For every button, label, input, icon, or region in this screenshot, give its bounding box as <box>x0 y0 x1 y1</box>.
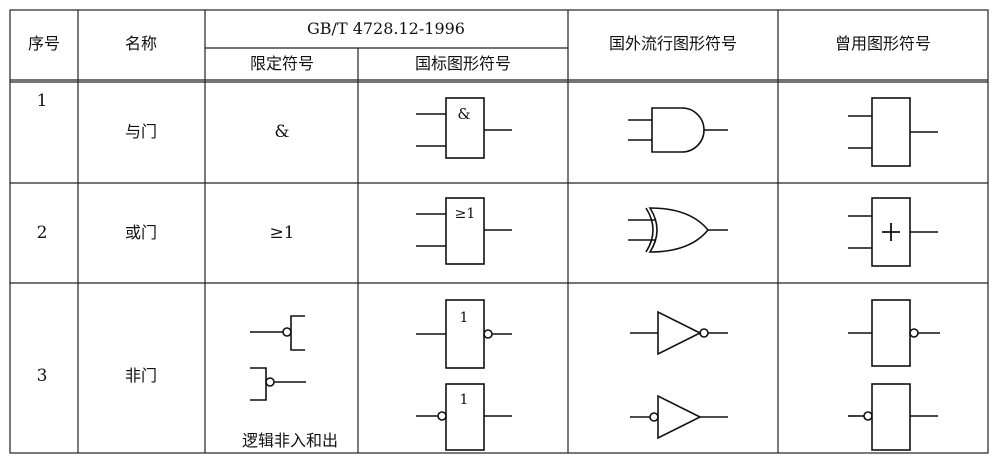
header-qualifier: 限定符号 <box>249 54 315 73</box>
row2-name: 或门 <box>124 223 158 242</box>
row3-national-label-top: 1 <box>459 310 469 326</box>
row3-name: 非门 <box>124 366 158 385</box>
header-former: 曾用图形符号 <box>834 34 932 53</box>
national-not-output-symbol <box>416 299 512 369</box>
table-border <box>9 9 989 454</box>
qualifier-negated-output-symbol <box>250 315 305 351</box>
former-and-symbol <box>848 97 938 167</box>
row2-national-label: ≥1 <box>454 206 476 222</box>
row1-name: 与门 <box>124 122 158 141</box>
national-or-symbol <box>416 197 512 265</box>
header-seq: 序号 <box>27 34 61 53</box>
row3-seq: 3 <box>36 366 48 386</box>
row1-national-label: & <box>457 105 471 123</box>
header-name: 名称 <box>124 34 158 53</box>
row2-qualifier: ≥1 <box>269 223 295 243</box>
foreign-or-symbol <box>628 207 728 253</box>
header-foreign: 国外流行图形符号 <box>608 34 738 53</box>
national-and-symbol <box>416 97 512 159</box>
qualifier-negated-input-symbol <box>250 367 306 401</box>
national-not-input-symbol <box>416 383 512 451</box>
foreign-not-input-symbol <box>630 394 728 440</box>
row3-note: 逻辑非入和出 <box>241 431 339 450</box>
header-standard: GB/T 4728.12-1996 <box>307 19 465 38</box>
foreign-and-symbol <box>628 107 728 153</box>
former-or-plus-mark <box>882 223 900 241</box>
row1-seq: 1 <box>36 91 48 111</box>
former-or-symbol <box>848 197 938 267</box>
former-not-output-symbol <box>848 299 940 367</box>
row2-seq: 2 <box>36 223 48 243</box>
row3-national-label-bottom: 1 <box>459 392 469 408</box>
foreign-not-output-symbol <box>630 310 728 356</box>
row1-qualifier: & <box>274 122 290 142</box>
header-national: 国标图形符号 <box>414 54 512 73</box>
former-not-input-symbol <box>848 383 938 451</box>
